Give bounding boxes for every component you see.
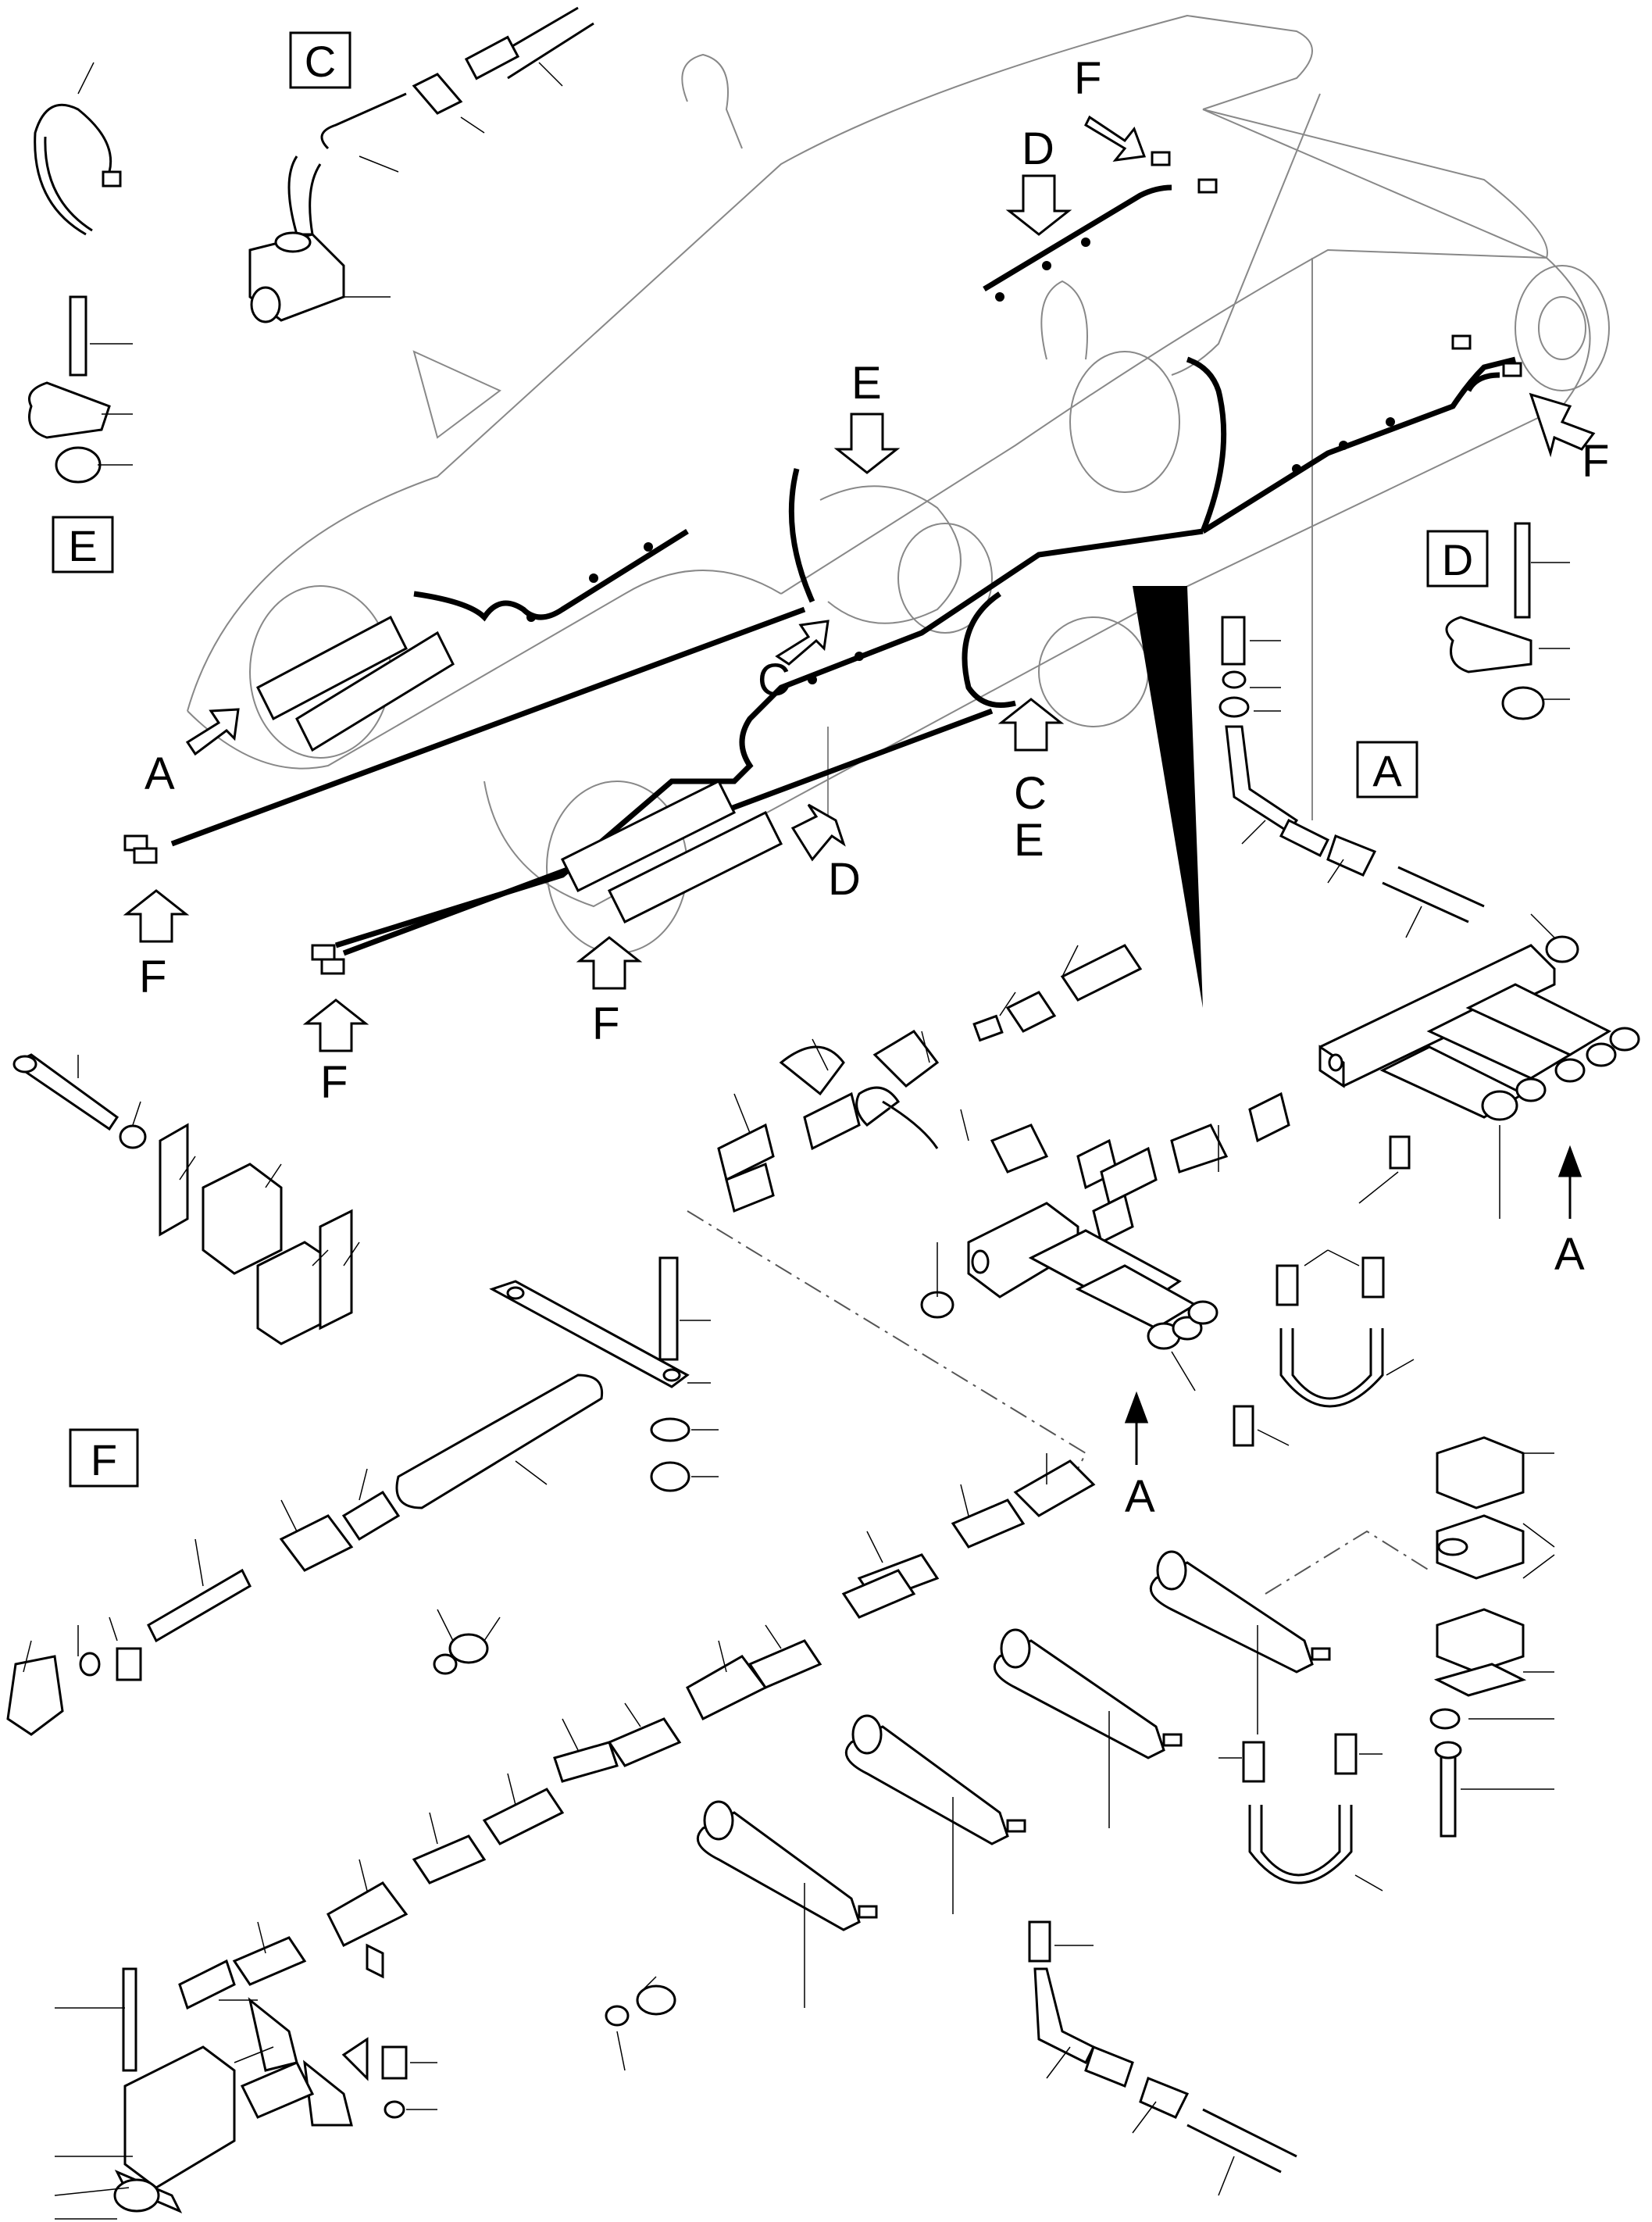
callout-e-lower: E	[1014, 815, 1044, 866]
callout-f-top: F	[1074, 53, 1101, 104]
callout-a-center: A	[1125, 1471, 1155, 1522]
detail-e-clamp	[28, 295, 133, 484]
callout-a-right: A	[1554, 1229, 1585, 1280]
callout-f-left1: F	[139, 952, 166, 1002]
grease-sleeves	[696, 1550, 1331, 2008]
detail-pointer	[1133, 586, 1203, 1008]
section-box-d: D	[1426, 530, 1489, 588]
arrow-a-left	[185, 708, 240, 756]
callout-d-lower: D	[828, 854, 861, 905]
junction-block-bottom	[54, 1967, 236, 2220]
detail-c-leaders	[344, 62, 563, 298]
callout-f-right: F	[1582, 436, 1609, 487]
callout-e-mid: E	[851, 358, 882, 409]
arrow-f-top	[1084, 115, 1147, 162]
arrow-d-top	[1005, 174, 1072, 236]
callout-d-top: D	[1022, 123, 1054, 174]
harness-clips	[526, 238, 1395, 856]
lube-hose-harness	[170, 184, 1516, 956]
solid-arrows	[1124, 1145, 1582, 1465]
arrow-f-left1	[123, 889, 190, 943]
callout-a-left: A	[145, 748, 175, 799]
section-box-e: E	[52, 516, 114, 573]
svg-text:F: F	[91, 1435, 117, 1484]
harness-end-fittings	[123, 151, 1522, 975]
section-box-f: F	[69, 1428, 139, 1488]
boom-grease-cylinders	[256, 615, 783, 924]
callout-f-mid: F	[592, 998, 619, 1049]
arrow-f-right	[1529, 392, 1596, 458]
callout-c-lower: C	[1014, 768, 1047, 819]
bolt-and-clamp-assembly	[12, 1053, 360, 1345]
callout-f-left2: F	[320, 1057, 348, 1108]
strap-and-stud	[489, 1256, 719, 1492]
detail-a-pipe	[1218, 616, 1485, 938]
detail-d-clamp	[1445, 522, 1570, 720]
u-tube-lower	[1218, 1733, 1383, 1892]
svg-text:E: E	[68, 521, 97, 570]
nipple-fitting	[1233, 1405, 1290, 1447]
detail-c-fittings	[248, 6, 594, 323]
grease-tee-chain	[178, 1453, 1096, 2127]
section-box-a: A	[1356, 741, 1418, 798]
callout-c-mid: C	[758, 655, 790, 706]
arrow-f-left2	[302, 998, 369, 1052]
dash-dot-centerlines	[687, 1210, 1430, 1595]
distributor-block-small	[920, 1202, 1218, 1391]
detail-f-fittings	[6, 1374, 604, 1736]
clamp-stack-right	[1429, 1436, 1555, 1838]
small-fittings-bottom	[381, 1920, 1297, 2196]
boom-outline	[187, 14, 1610, 954]
arrow-c-mid	[775, 620, 830, 666]
distributor-block-large	[1318, 913, 1640, 1219]
callout-arrows	[123, 115, 1596, 1052]
section-box-c: C	[289, 31, 351, 89]
arrow-f-mid	[576, 936, 643, 990]
arrow-d-lower	[790, 803, 846, 862]
callout-letters: F D E F A C C E D F F F A A	[139, 53, 1609, 1522]
arrow-e-mid	[833, 413, 901, 474]
svg-text:A: A	[1372, 746, 1402, 795]
cable-tie	[34, 62, 122, 236]
u-tube-upper	[1276, 1249, 1415, 1408]
svg-text:C: C	[305, 37, 336, 86]
center-fitting-chain	[717, 944, 1290, 1245]
arrow-c-lower	[997, 698, 1065, 752]
svg-text:D: D	[1442, 535, 1473, 584]
